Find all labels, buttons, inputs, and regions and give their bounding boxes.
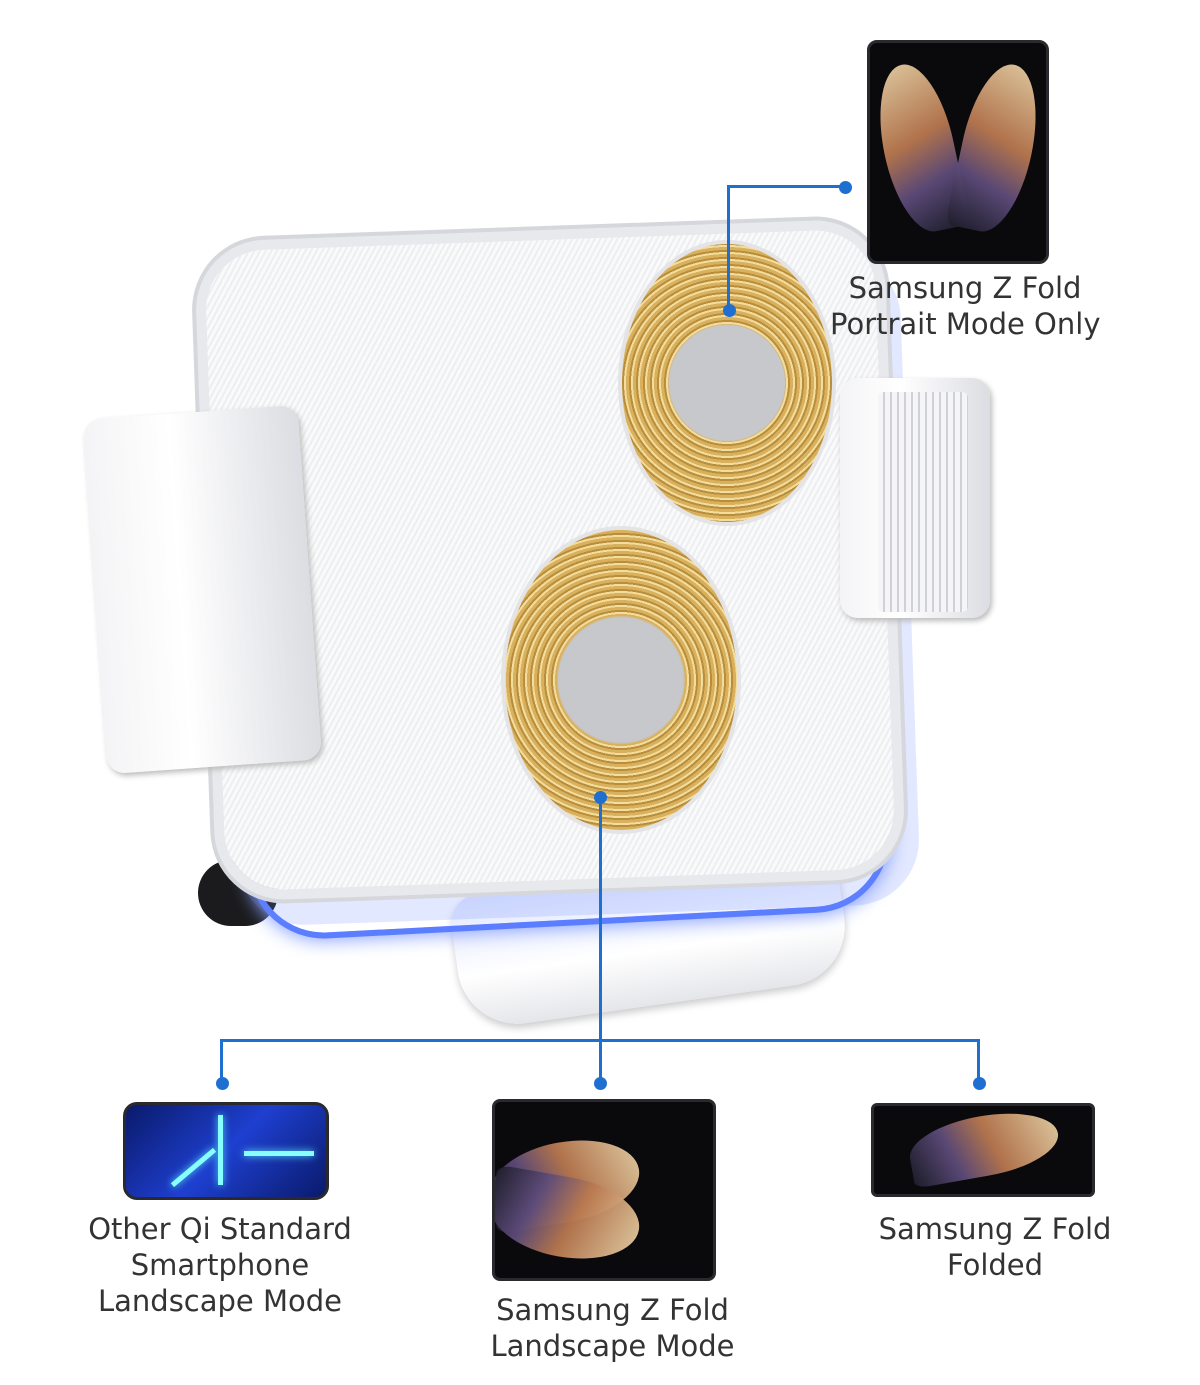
label-line: Landscape Mode <box>490 1329 735 1363</box>
samsung-z-fold-portrait-image <box>867 40 1049 264</box>
lower-charging-coil <box>505 530 737 830</box>
label-line: Samsung Z Fold <box>878 1212 1112 1246</box>
connector-dot <box>594 1077 607 1090</box>
samsung-z-fold-landscape-image <box>492 1099 716 1281</box>
wing-graphic <box>904 1106 1064 1189</box>
connector-dot <box>839 181 852 194</box>
label-line: Folded <box>946 1248 1044 1282</box>
label-line: Smartphone <box>130 1248 310 1282</box>
connector-line <box>727 185 845 188</box>
fold-landscape-label: Samsung Z Fold Landscape Mode <box>480 1292 745 1364</box>
qi-landscape-label: Other Qi Standard Smartphone Landscape M… <box>80 1211 360 1319</box>
connector-line <box>220 1039 223 1082</box>
wing-graphic <box>945 57 1046 239</box>
label-line: Landscape Mode <box>97 1284 343 1318</box>
label-line: Portrait Mode Only <box>830 307 1101 341</box>
connector-line <box>220 1039 980 1042</box>
connector-line <box>977 1039 980 1082</box>
label-line: Other Qi Standard <box>88 1212 352 1246</box>
light-beam <box>244 1151 314 1156</box>
connector-dot <box>723 304 736 317</box>
left-clamp-arm <box>82 404 323 775</box>
car-phone-holder-charger <box>82 228 990 1032</box>
portrait-mode-label: Samsung Z Fold Portrait Mode Only <box>830 270 1101 342</box>
label-line: Samsung Z Fold <box>848 271 1082 305</box>
light-beam <box>218 1115 223 1185</box>
light-beam <box>170 1147 217 1188</box>
qi-smartphone-landscape-image <box>123 1102 329 1200</box>
label-line: Samsung Z Fold <box>496 1293 729 1327</box>
connector-dot <box>594 791 607 804</box>
connector-line <box>599 797 602 1082</box>
connector-dot <box>973 1077 986 1090</box>
connector-dot <box>216 1077 229 1090</box>
connector-line <box>727 185 730 311</box>
samsung-z-fold-folded-image <box>871 1103 1095 1197</box>
fold-folded-label: Samsung Z Fold Folded <box>865 1211 1125 1283</box>
right-clamp-grip <box>878 392 968 612</box>
